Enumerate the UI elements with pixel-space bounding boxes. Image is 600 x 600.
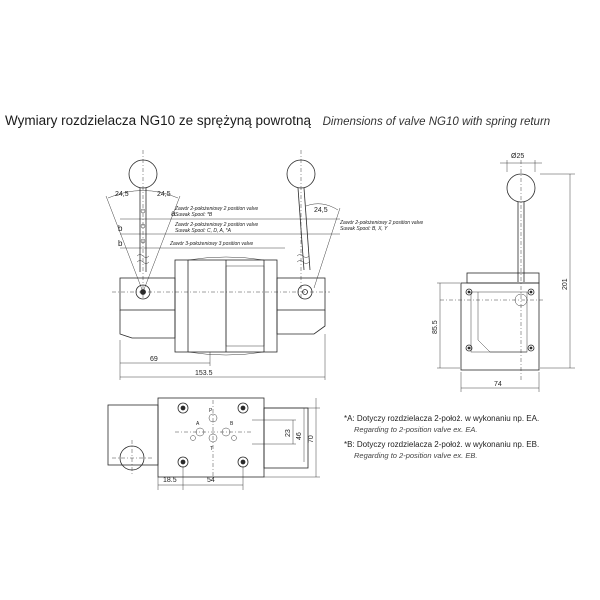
note-2pos-left-spool: Suwak Spool: *B <box>175 212 213 218</box>
port-a: A <box>196 421 200 427</box>
angle-left-label: 24,5 <box>115 191 129 198</box>
dim-54: 54 <box>207 477 215 484</box>
note-2pos-left: Zawór 2-położeniowy 2 position valve <box>174 206 258 212</box>
position-b-1: b <box>118 224 123 233</box>
port-p: P <box>209 408 213 414</box>
side-view: Ø25 201 85.5 74 <box>432 153 575 392</box>
dim-201: 201 <box>562 278 569 290</box>
position-b-2: b <box>118 239 123 248</box>
side-body <box>460 282 540 371</box>
dim-diameter: Ø25 <box>511 153 524 160</box>
dim-74: 74 <box>494 381 502 388</box>
dim-70: 70 <box>308 435 315 443</box>
footnotes: *A: Dotyczy rozdzielacza 2-położ. w wyko… <box>344 413 539 465</box>
dim-23: 23 <box>285 429 292 437</box>
note-3pos: Zawór 3-położeniowy 3 position valve <box>169 241 253 247</box>
angle-right-lever: 24,5 <box>314 207 328 214</box>
front-view: 24,5 24,5 a b b Zawór 2-położeniowy 2 po… <box>105 150 423 380</box>
position-a: a <box>171 209 176 218</box>
top-view: P A T B 23 46 70 18.5 54 <box>107 397 320 490</box>
port-b: B <box>230 421 234 427</box>
dim-46: 46 <box>296 432 303 440</box>
note-b-english: Regarding to 2-position valve ex. EB. <box>354 451 478 460</box>
dim-18-5: 18.5 <box>163 477 177 484</box>
dim-69: 69 <box>150 356 158 363</box>
port-t: T <box>210 446 213 452</box>
note-b: *B: Dotyczy rozdzielacza 2-położ. w wyko… <box>344 439 539 461</box>
note-2pos-all: Zawór 2-położeniowy 2 position valve <box>174 222 258 228</box>
angle-right-label: 24,5 <box>157 191 171 198</box>
note-2pos-right-spool: Suwak Spool: B, X, Y <box>340 226 388 232</box>
dim-85-5: 85.5 <box>432 320 439 334</box>
note-a: *A: Dotyczy rozdzielacza 2-położ. w wyko… <box>344 413 539 435</box>
title-polish: Wymiary rozdzielacza NG10 ze sprężyną po… <box>5 113 311 128</box>
note-2pos-right: Zawór 2-położeniowy 2 position valve <box>339 220 423 226</box>
note-a-english: Regarding to 2-position valve ex. EA. <box>354 425 478 434</box>
title-english: Dimensions of valve NG10 with spring ret… <box>322 116 551 128</box>
note-a-polish: *A: Dotyczy rozdzielacza 2-położ. w wyko… <box>344 414 540 423</box>
note-2pos-all-spool: Suwak Spool: C, D, A, *A <box>175 228 232 234</box>
note-b-polish: *B: Dotyczy rozdzielacza 2-położ. w wyko… <box>344 440 540 449</box>
dim-153-5: 153.5 <box>195 370 213 377</box>
drawing-title: Wymiary rozdzielacza NG10 ze sprężyną po… <box>5 113 550 128</box>
